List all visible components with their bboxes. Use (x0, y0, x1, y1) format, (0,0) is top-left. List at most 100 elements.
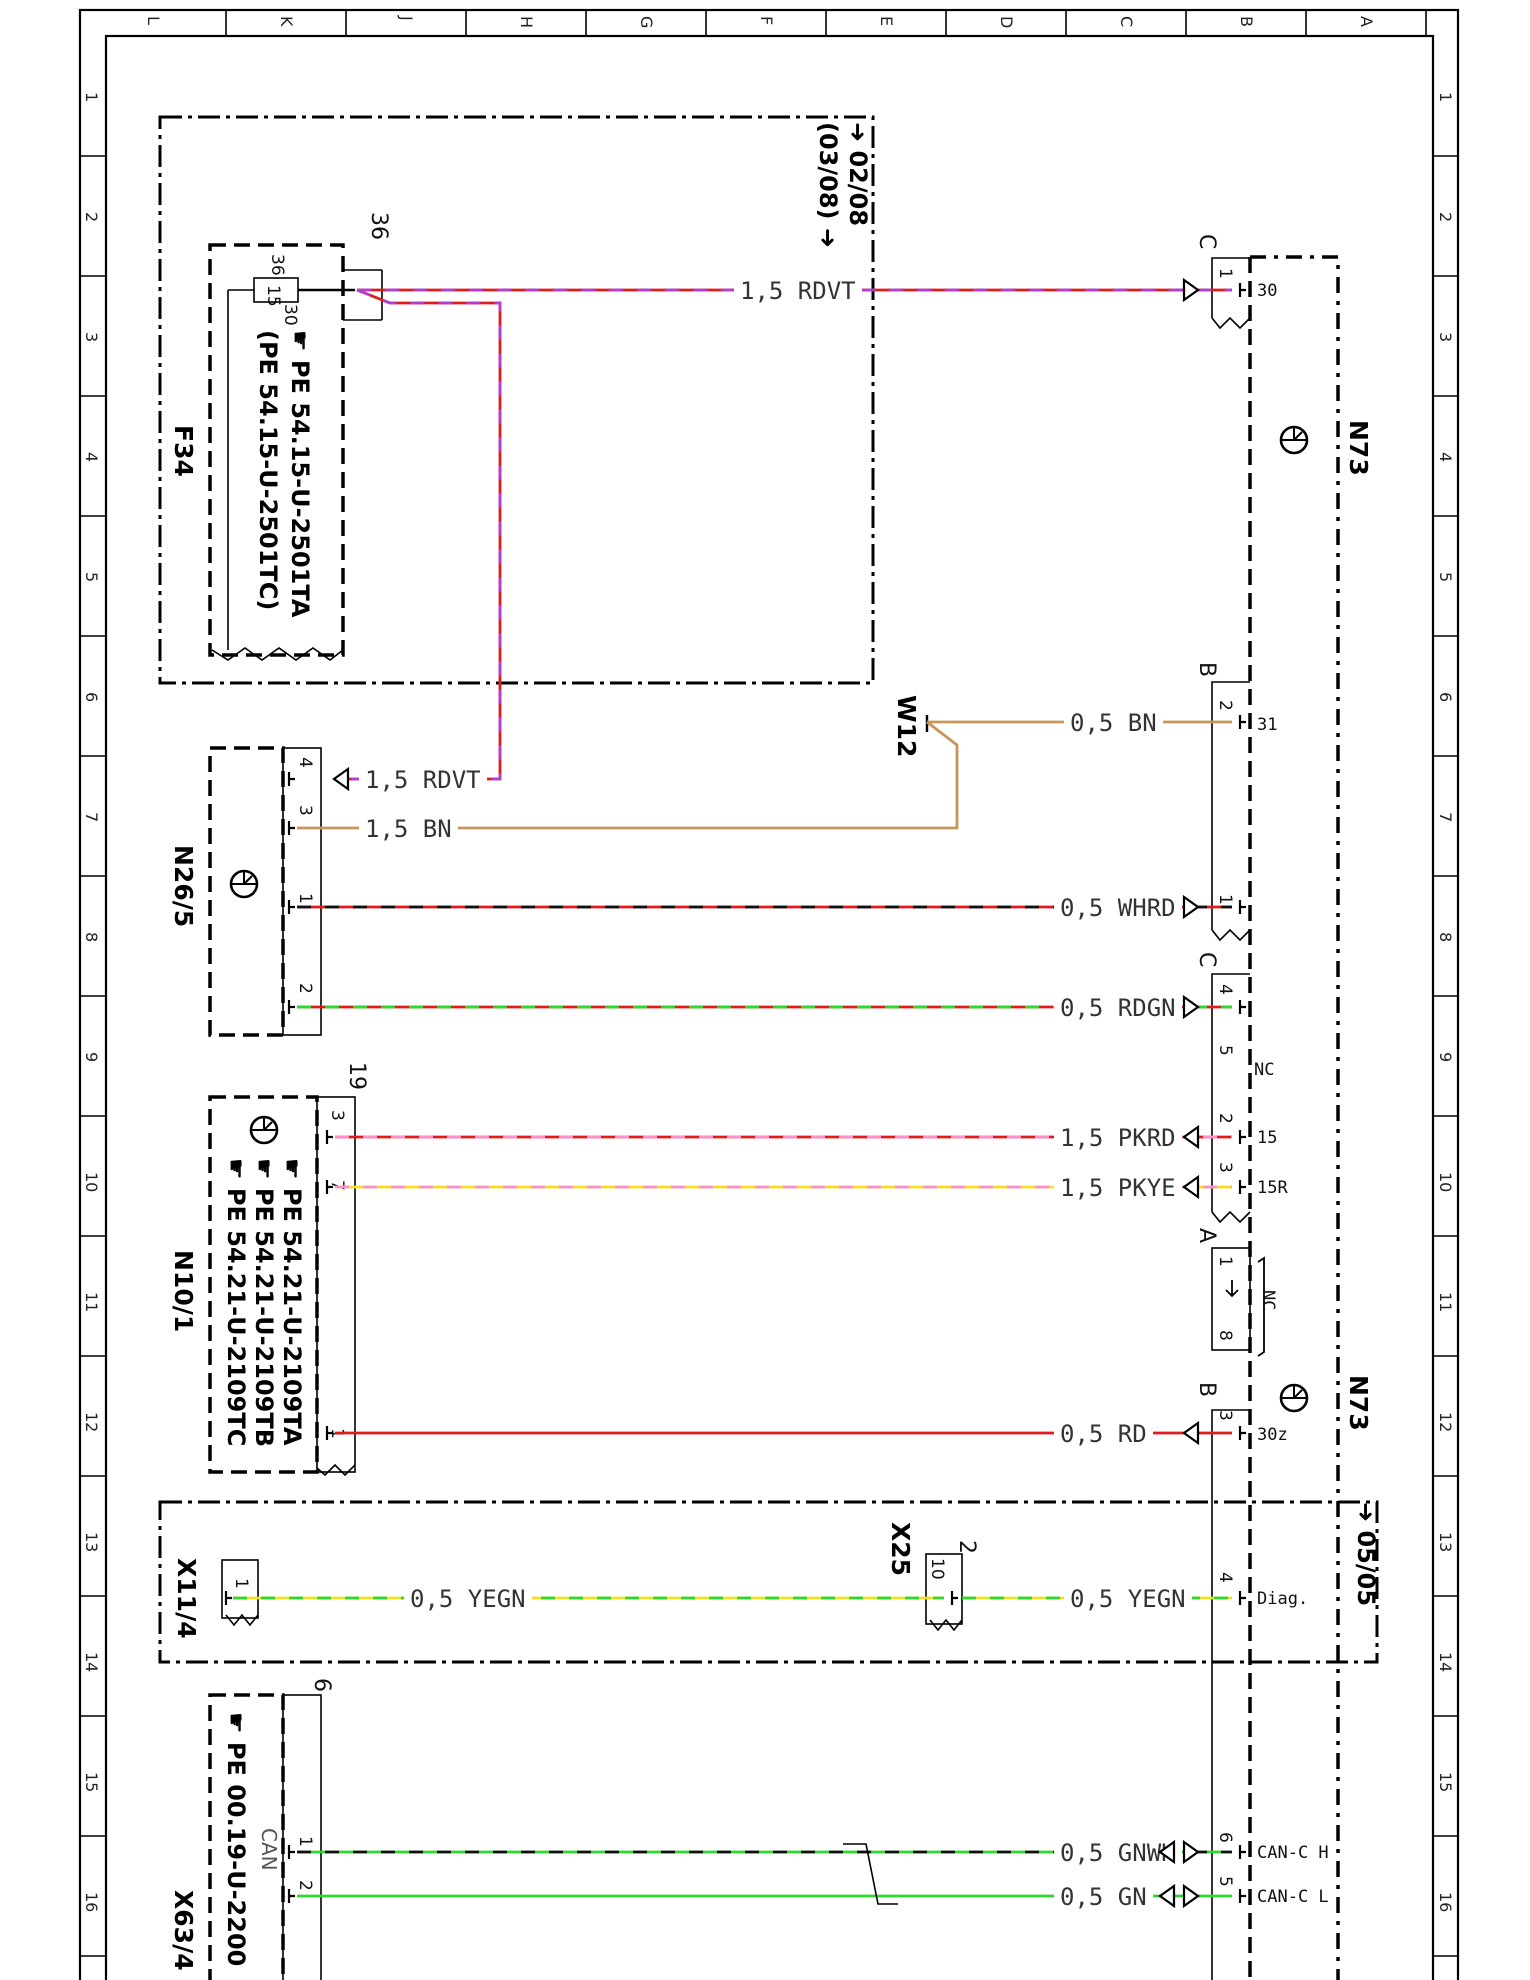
row-label: 15 (1436, 1772, 1455, 1792)
n73-module: N73 N73 C B C A 1 8 NC B 1 30 2 31 (1194, 234, 1373, 1980)
row-label: 14 (82, 1652, 101, 1672)
wire-label-bg (404, 1584, 532, 1612)
row-label: 10 (82, 1172, 101, 1192)
n73-pin-c2-3: 3 (1215, 1162, 1235, 1173)
column-label: G (637, 16, 656, 28)
row-label: 1 (82, 92, 101, 102)
pin-marker (1238, 900, 1246, 914)
n73-pin-b2-5: 5 (1215, 1876, 1235, 1887)
connector-arrow (1158, 1839, 1176, 1865)
connector-arrow (1182, 1883, 1200, 1909)
n73-pin-b2-6: 6 (1215, 1832, 1235, 1843)
pin-marker (1238, 1000, 1246, 1014)
x63-4-pin-1: 1 (295, 1836, 315, 1847)
pin-marker (950, 1591, 958, 1605)
n73-pin-b-2: 2 (1215, 700, 1235, 711)
pin-marker (1238, 1426, 1246, 1440)
wire-label-w7: 1,5 PKRD (1060, 1124, 1176, 1152)
x63-4-can-label: CAN (257, 1828, 281, 1871)
row-label: 5 (1436, 572, 1455, 582)
n73-terminal-15r: 15R (1257, 1178, 1288, 1198)
x11-4-label: X11/4 (172, 1558, 201, 1639)
pin-marker (287, 1000, 295, 1014)
n73-label-bottom: N73 (1344, 1375, 1373, 1431)
n73-pin-c2-2: 2 (1215, 1113, 1235, 1124)
pin-marker (1238, 1591, 1246, 1605)
column-label: F (757, 16, 776, 25)
n73-terminal-30z: 30z (1257, 1425, 1288, 1445)
row-label: 11 (82, 1292, 101, 1312)
pin-marker (1238, 715, 1246, 729)
row-label: 4 (82, 452, 101, 462)
row-label: 2 (82, 212, 101, 222)
wire-label-w9: 0,5 RD (1060, 1420, 1147, 1448)
wire-label-bg (359, 765, 487, 793)
connector-arrow (1182, 894, 1200, 920)
wire-label-bg (1054, 993, 1182, 1021)
x25-label: X25 (886, 1522, 915, 1576)
wire-label-w5: 0,5 WHRD (1060, 894, 1176, 922)
twisted-pair-mark (843, 1843, 898, 1905)
row-label: 6 (82, 692, 101, 702)
wire-label-w6: 0,5 RDGN (1060, 994, 1176, 1022)
row-label: 1 (1436, 92, 1455, 102)
column-label: J (397, 15, 416, 21)
n73-pin-b2-4: 4 (1215, 1572, 1235, 1583)
connector-arrow (1182, 1839, 1200, 1865)
n73-connector-c2: C (1194, 952, 1219, 967)
pin-marker (1238, 1130, 1246, 1144)
wire-label-w12: 0,5 GNWH (1060, 1839, 1176, 1867)
connector-arrow (332, 766, 350, 792)
row-label: 16 (82, 1892, 101, 1912)
wire-label-w3: 0,5 BN (1070, 709, 1157, 737)
n73-pin-a8: 8 (1215, 1330, 1235, 1341)
n73-terminal-30: 30 (1257, 281, 1277, 301)
pin-marker (1238, 1845, 1246, 1859)
n73-label-top: N73 (1344, 420, 1373, 476)
wire-label-w8: 1,5 PKYE (1060, 1174, 1176, 1202)
pin-marker (287, 1889, 295, 1903)
pin-marker (287, 772, 295, 786)
connector-arrow (1158, 1883, 1176, 1909)
connector-arrow (1182, 277, 1200, 303)
n10-1-reference-2: ☛ PE 54.21-U-2109TB (250, 1158, 278, 1447)
page-reference-top[interactable]: ➜ 02/08 (844, 122, 872, 226)
diag-connector-block: 1 X11/4 10 2 X25 ➜ 05/05 (158, 1500, 1380, 1664)
n26-5-module: N26/5 4 3 1 2 (169, 746, 322, 1037)
n10-1-label: N10/1 (169, 1250, 198, 1332)
column-label: D (997, 16, 1016, 28)
f34-pin-30: 30 (280, 304, 300, 326)
wire-label-bg (1054, 1882, 1153, 1910)
column-label: C (1117, 16, 1136, 27)
wire-label-w2: 1,5 RDVT (365, 766, 481, 794)
wire-w4 (297, 720, 959, 830)
n26-5-pin-4: 4 (295, 757, 315, 768)
n73-connector-b2: B (1194, 1382, 1219, 1397)
x63-4-connector: 1 2 6 CAN ☛ PE 00.19-U-2200 X63/4 (169, 1678, 334, 1980)
connector-arrow (1182, 1174, 1200, 1200)
row-label: 8 (82, 932, 101, 942)
n10-1-connector-number: 19 (344, 1062, 369, 1090)
pin-marker (325, 1180, 333, 1194)
wire-label-bg (359, 814, 458, 842)
n73-pin-b2-3: 3 (1215, 1410, 1235, 1421)
wire-stripe-w2 (335, 288, 502, 781)
row-label: 7 (82, 812, 101, 822)
page-reference-bottom[interactable]: ➜ 05/05 (1352, 1502, 1380, 1606)
page-reference-top-alt[interactable]: (03/08) ➜ (814, 122, 842, 248)
row-label: 12 (82, 1412, 101, 1432)
row-label: 13 (1436, 1532, 1455, 1552)
row-label: 15 (82, 1772, 101, 1792)
row-label: 5 (82, 572, 101, 582)
wire-label-bg (1064, 708, 1163, 736)
pin-marker (325, 1426, 333, 1440)
wire-label-w11: 0,5 YEGN (1070, 1585, 1186, 1613)
pin-marker (325, 1130, 333, 1144)
wire-label-w10: 0,5 YEGN (410, 1585, 526, 1613)
f34-connector-number: 36 (366, 212, 391, 240)
row-label: 7 (1436, 812, 1455, 822)
row-label: 12 (1436, 1412, 1455, 1432)
w12-label: W12 (892, 695, 921, 757)
